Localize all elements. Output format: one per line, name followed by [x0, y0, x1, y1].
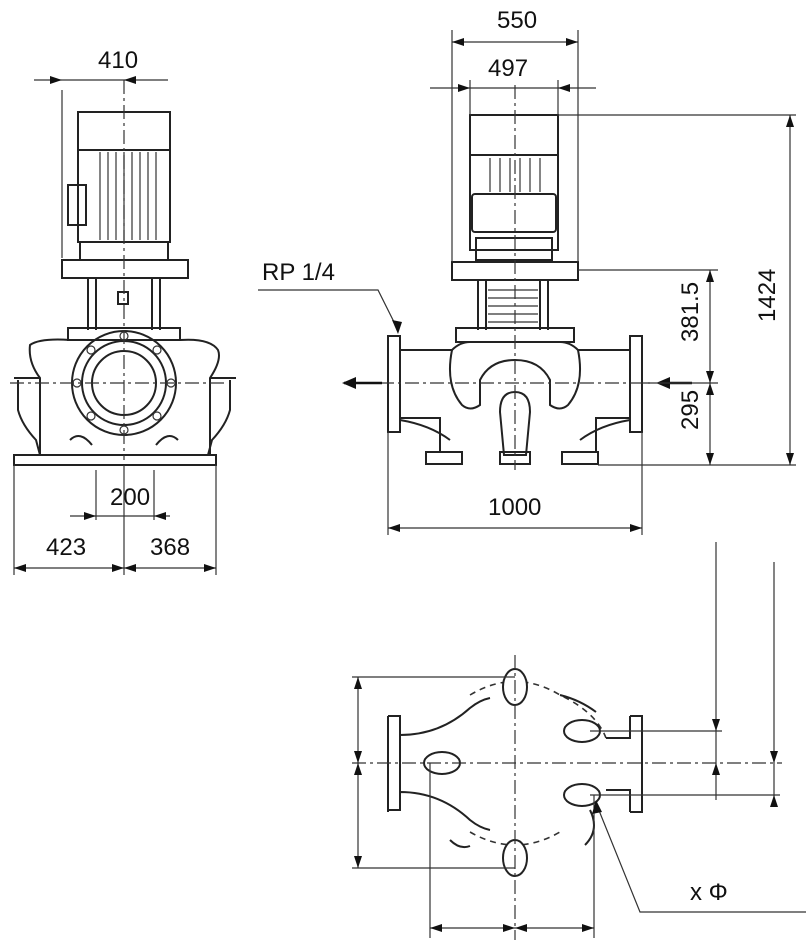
hole-leader	[597, 807, 806, 913]
motor-fins-side	[99, 152, 157, 240]
legs-side	[17, 380, 231, 456]
dim-295-label: 295	[677, 390, 704, 430]
plan-outline-top	[469, 680, 607, 739]
plan-curve-right-top	[559, 694, 597, 713]
terminal-box-front	[471, 193, 557, 233]
leg-curves-side	[69, 435, 179, 446]
rp-label: RP 1/4	[262, 259, 335, 286]
foot-left-front	[425, 451, 463, 465]
side-view: 410 200 423 368	[10, 47, 236, 575]
dim-497-label: 497	[488, 55, 528, 82]
dim-410-label: 410	[98, 47, 138, 74]
plan-small-curves	[449, 809, 595, 849]
motor-body-front	[469, 154, 559, 251]
plan-flange-right	[630, 715, 643, 813]
center-leg-front	[498, 390, 532, 456]
dim-381-label: 381.5	[677, 282, 704, 342]
motor-fins-front	[489, 158, 541, 192]
dim-1000-label: 1000	[488, 494, 541, 521]
plan-body-right	[606, 716, 631, 812]
plan-body-bottom-left	[388, 790, 491, 831]
terminal-box-side	[67, 184, 87, 226]
housing-curves-front	[399, 419, 631, 441]
pipe-bottom	[400, 417, 630, 452]
pump-housing-side	[28, 338, 220, 456]
hole-diameter-label: x Φ	[690, 879, 728, 906]
flow-arrow-out	[342, 377, 356, 389]
front-view: RP 1/4 550 497 1424 381.5 295	[258, 7, 796, 535]
dim-200-label: 200	[110, 484, 150, 511]
motor-base-front	[475, 237, 553, 261]
coupling-front	[477, 280, 549, 330]
plan-body-top-left	[388, 697, 491, 737]
inlet-flange-left	[387, 335, 401, 433]
motor-flange-side	[61, 259, 189, 279]
motor-top-front	[469, 114, 559, 156]
plan-view: x Φ	[352, 542, 806, 940]
coupling-hatch-front	[488, 289, 538, 323]
dim-423-label: 423	[46, 534, 86, 561]
plan-flange-left	[387, 716, 401, 812]
dim-368-label: 368	[150, 534, 190, 561]
dim-550-label: 550	[497, 7, 537, 34]
outlet-flange-right	[629, 335, 643, 433]
base-plate-side	[13, 454, 217, 466]
coupling-side	[87, 278, 161, 330]
dim-1424-label: 1424	[754, 269, 781, 322]
rp-leader	[258, 289, 399, 331]
foot-right-front	[561, 451, 599, 465]
